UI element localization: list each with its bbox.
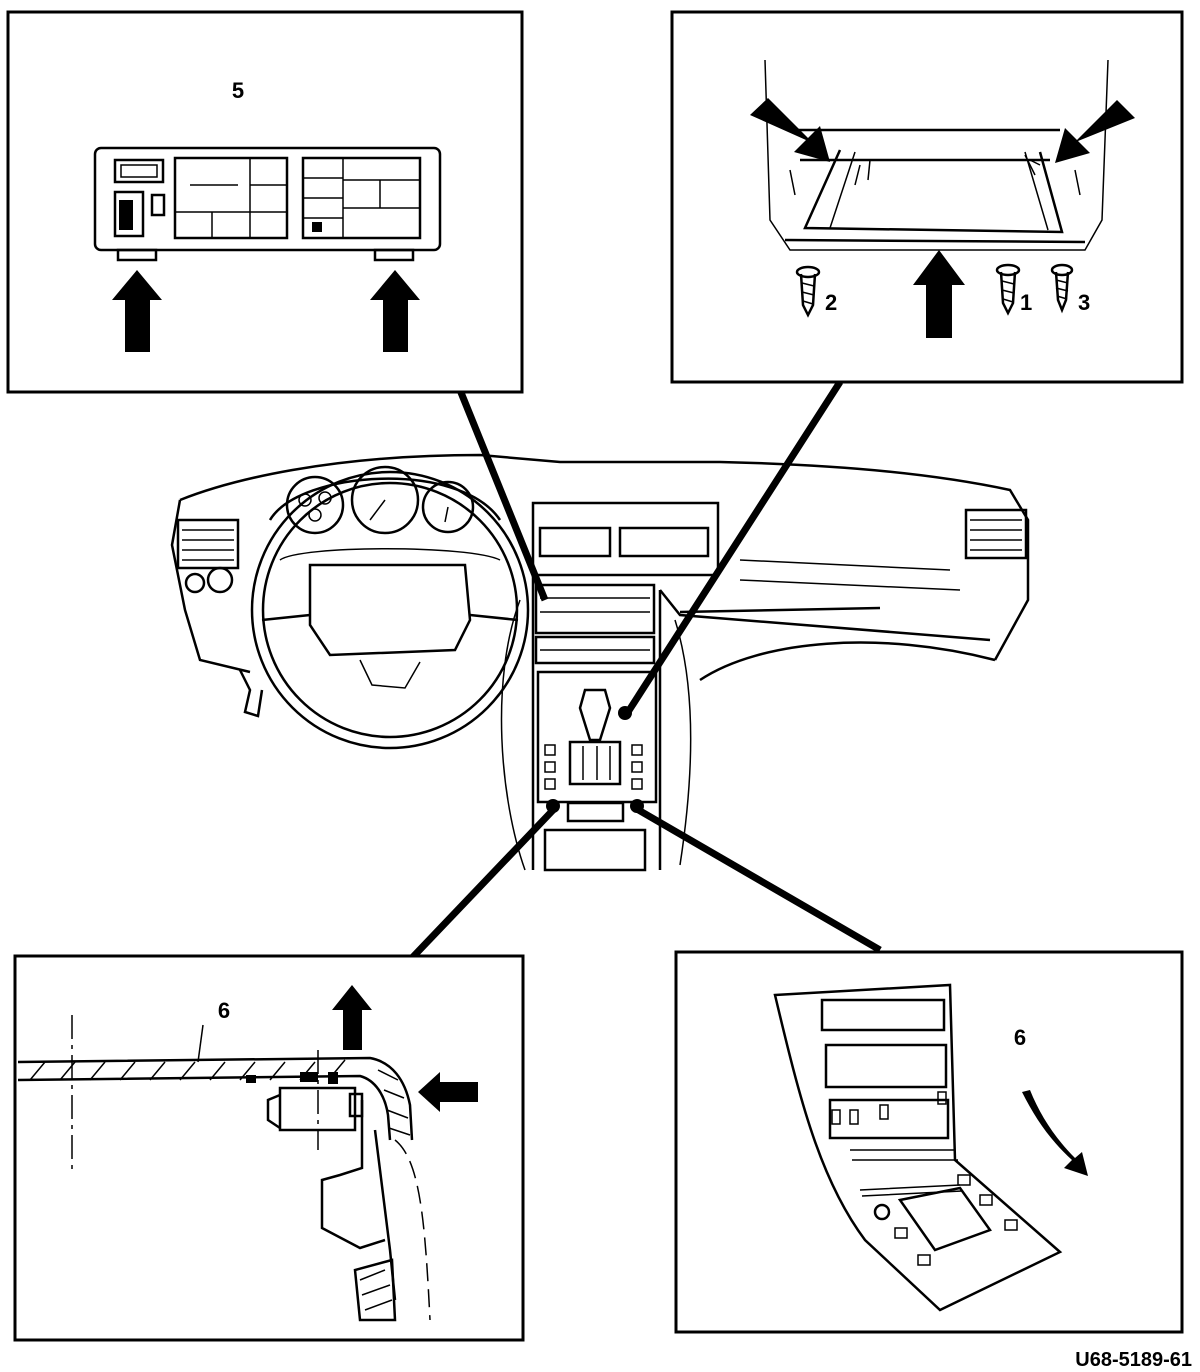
steering-wheel-hub (308, 563, 472, 657)
part-number-label: 6 (218, 998, 230, 1023)
part-number-label: 6 (1014, 1025, 1026, 1050)
climate-panel (534, 635, 656, 665)
retaining-clip (278, 1086, 357, 1132)
screw-2-icon (795, 265, 821, 318)
display-panel-left (173, 156, 289, 240)
rotate-arrow (1022, 1090, 1088, 1176)
screw-1-label: 1 (1020, 290, 1032, 315)
climate-control-unit (93, 146, 442, 252)
left-air-vent (176, 518, 240, 570)
steering-wheel-outer (250, 470, 530, 750)
push-arrow-left (112, 270, 162, 352)
push-arrow-upper-left (750, 98, 830, 162)
screw-1-icon (995, 263, 1021, 316)
gauge-right (421, 480, 475, 534)
gauge-left (285, 475, 345, 535)
center-stack-upper (531, 501, 720, 577)
dashboard-illustration (170, 453, 1030, 872)
leader-line-top-right (625, 380, 843, 714)
screw-2-label: 2 (825, 290, 837, 315)
part-number-label: 5 (232, 78, 244, 103)
console-tray (543, 828, 647, 872)
push-left-arrow (418, 1072, 478, 1112)
radio-unit (534, 583, 656, 635)
console-trim-panel (773, 983, 1063, 1312)
reference-code: U68-5189-61 (1075, 1349, 1192, 1371)
screw-3-icon (1050, 263, 1074, 314)
detail-panel-top-right: 2 1 3 (670, 10, 1184, 384)
gauge-center (350, 465, 420, 535)
detail-panel-bottom-left: 6 (13, 954, 525, 1342)
screw-3-label: 3 (1078, 290, 1090, 315)
detail-panel-bottom-right: 6 (674, 950, 1184, 1334)
detail-panel-top-left: 5 (6, 10, 524, 394)
pull-up-arrow (332, 985, 372, 1050)
gear-selector (578, 688, 612, 742)
leader-lines (407, 380, 882, 963)
leader-line-bottom-left (407, 805, 558, 963)
push-arrow-right (370, 270, 420, 352)
push-arrow-upper-right (1055, 100, 1135, 163)
push-arrow-bottom (913, 250, 965, 338)
leader-line-bottom-right (633, 804, 882, 954)
leader-line-top-left (456, 388, 549, 602)
right-air-vent (964, 508, 1028, 560)
